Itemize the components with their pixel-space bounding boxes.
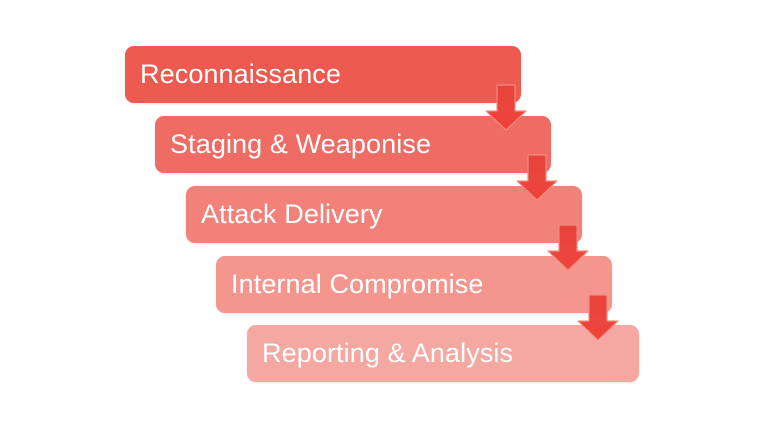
down-arrow-icon-4 <box>577 294 619 341</box>
stage-bar-reporting-analysis[interactable]: Reporting & Analysis <box>247 325 639 382</box>
stage-label-internal-compromise: Internal Compromise <box>231 269 484 299</box>
down-arrow-icon-2 <box>516 154 558 201</box>
stage-bar-reconnaissance[interactable]: Reconnaissance <box>125 46 521 103</box>
stage-bar-internal-compromise[interactable]: Internal Compromise <box>216 256 612 313</box>
stage-label-reporting-analysis: Reporting & Analysis <box>262 338 514 368</box>
down-arrow-icon-3 <box>547 224 589 271</box>
stage-label-attack-delivery: Attack Delivery <box>201 199 383 229</box>
stage-bar-attack-delivery[interactable]: Attack Delivery <box>186 186 582 243</box>
stage-bar-staging-weaponise[interactable]: Staging & Weaponise <box>155 116 551 173</box>
stage-label-reconnaissance: Reconnaissance <box>140 59 342 89</box>
stage-label-staging-weaponise: Staging & Weaponise <box>170 129 432 159</box>
down-arrow-icon-1 <box>485 84 527 131</box>
